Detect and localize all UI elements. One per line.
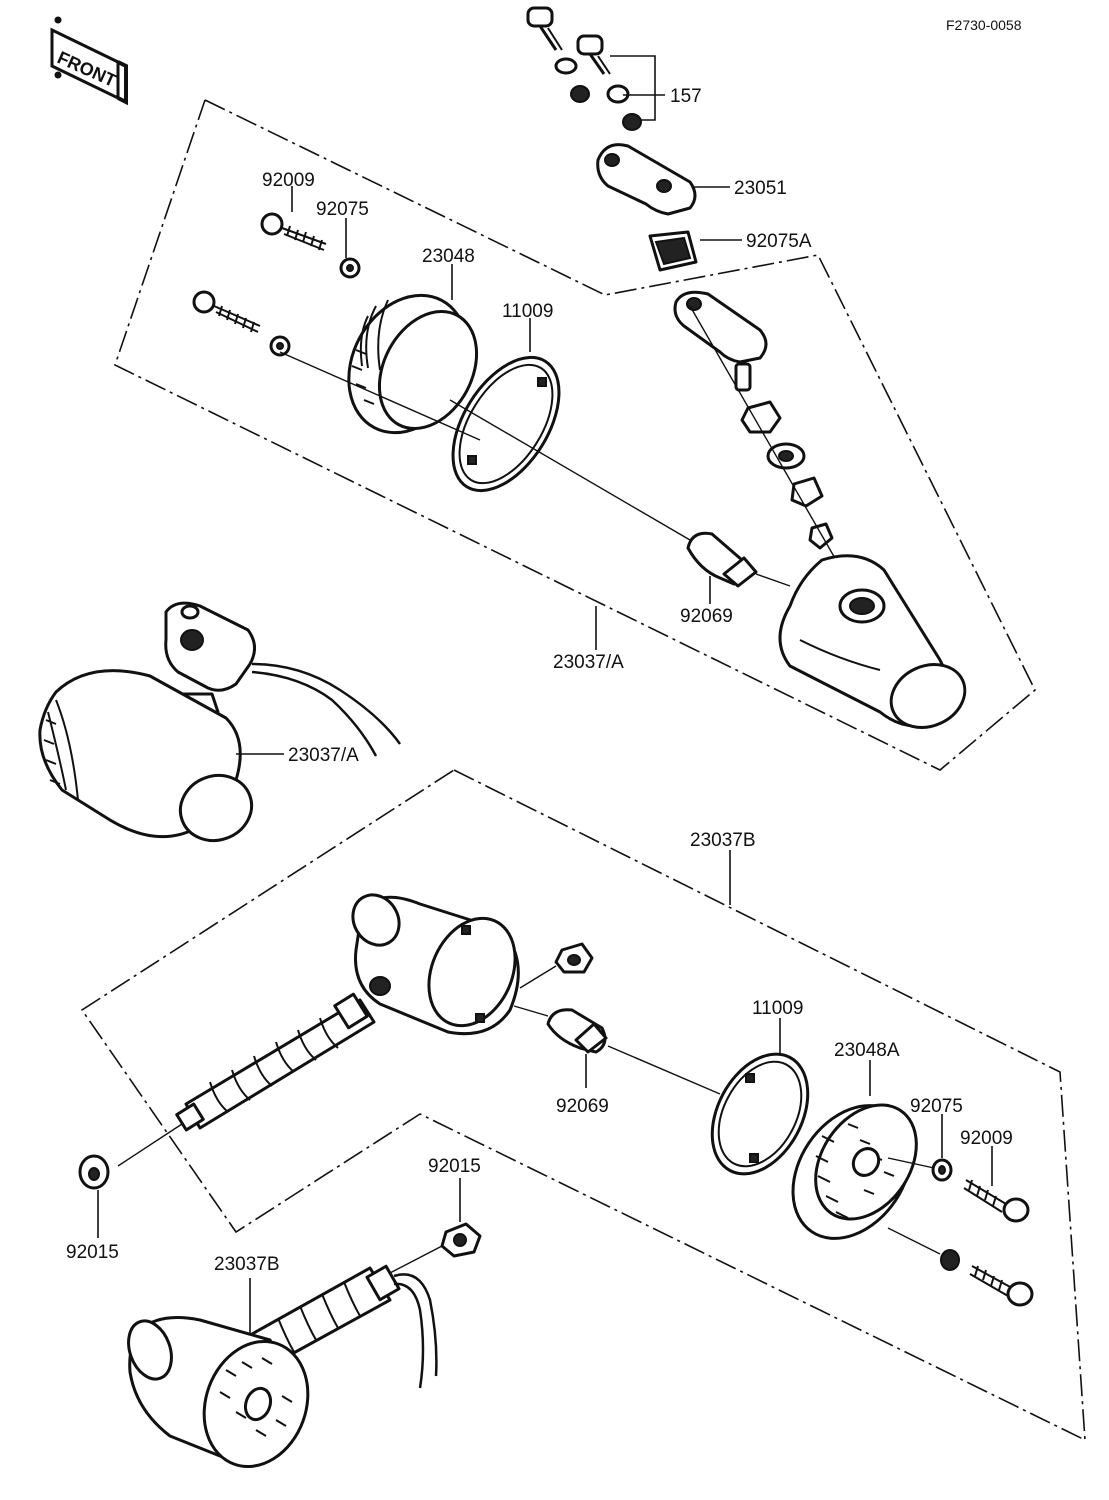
label-92075-top: 92075 <box>316 199 369 220</box>
gasket-11009-bottom <box>710 1052 810 1176</box>
assembled-signal-23037B <box>127 1264 438 1469</box>
washer-157 <box>554 57 642 131</box>
label-23037B-box: 23037B <box>690 830 756 851</box>
label-157: 157 <box>670 86 702 107</box>
label-92015-left: 92015 <box>66 1242 119 1263</box>
label-92069-top: 92069 <box>680 606 733 627</box>
label-11009-top: 11009 <box>502 301 553 322</box>
label-92075A: 92075A <box>746 231 812 252</box>
label-23037A-box: 23037/A <box>553 652 624 673</box>
screw-92009-bottom-upper <box>963 1179 1030 1223</box>
label-92015-mid: 92015 <box>428 1156 481 1177</box>
screw-92009-bottom-lower <box>969 1265 1034 1307</box>
lens-23048 <box>347 293 479 435</box>
signal-housing-top <box>778 554 967 729</box>
figure-code: F2730-0058 <box>946 17 1022 33</box>
clamp-23051 <box>596 143 697 216</box>
label-92069-bottom: 92069 <box>556 1096 609 1117</box>
label-92009-bottom: 92009 <box>960 1128 1013 1149</box>
group-boundary-23037A <box>114 99 1036 771</box>
nut-92015-mid <box>440 1222 482 1258</box>
label-23048: 23048 <box>422 246 475 267</box>
bulb-92069-bottom <box>546 1008 608 1054</box>
nut-upper-bottom-group <box>554 942 594 974</box>
front-direction-arrow-icon: FRONT <box>50 16 128 106</box>
screw-92009-upper <box>260 212 327 251</box>
label-23037B-assembled: 23037B <box>214 1254 280 1275</box>
rubber-damper-92075A <box>648 230 698 272</box>
washer-92075-bottom-upper <box>931 1158 953 1182</box>
label-11009-bottom: 11009 <box>752 998 803 1019</box>
bolt-157-left <box>526 6 563 51</box>
nut-stack <box>740 400 834 550</box>
lens-23048A <box>791 1103 918 1240</box>
bulb-92069-top <box>686 531 758 588</box>
grommet-92015-left <box>78 1154 110 1190</box>
screw-92009-lower <box>192 290 261 333</box>
assembled-signal-23037A <box>38 601 402 842</box>
label-23048A: 23048A <box>834 1040 900 1061</box>
label-92075-bottom: 92075 <box>910 1096 963 1117</box>
label-23037A-assembled: 23037/A <box>288 745 359 766</box>
signal-stem-bottom <box>175 992 376 1132</box>
group-boundary-23037B <box>80 769 1086 1442</box>
washer-92075-bottom-lower <box>940 1249 960 1271</box>
bolt-157-right <box>576 34 611 75</box>
signal-housing-bottom <box>351 893 520 1036</box>
gasket-11009-top <box>451 355 561 493</box>
signal-stem-bracket <box>673 290 768 392</box>
label-23051: 23051 <box>734 178 787 199</box>
label-92009-top: 92009 <box>262 170 315 191</box>
